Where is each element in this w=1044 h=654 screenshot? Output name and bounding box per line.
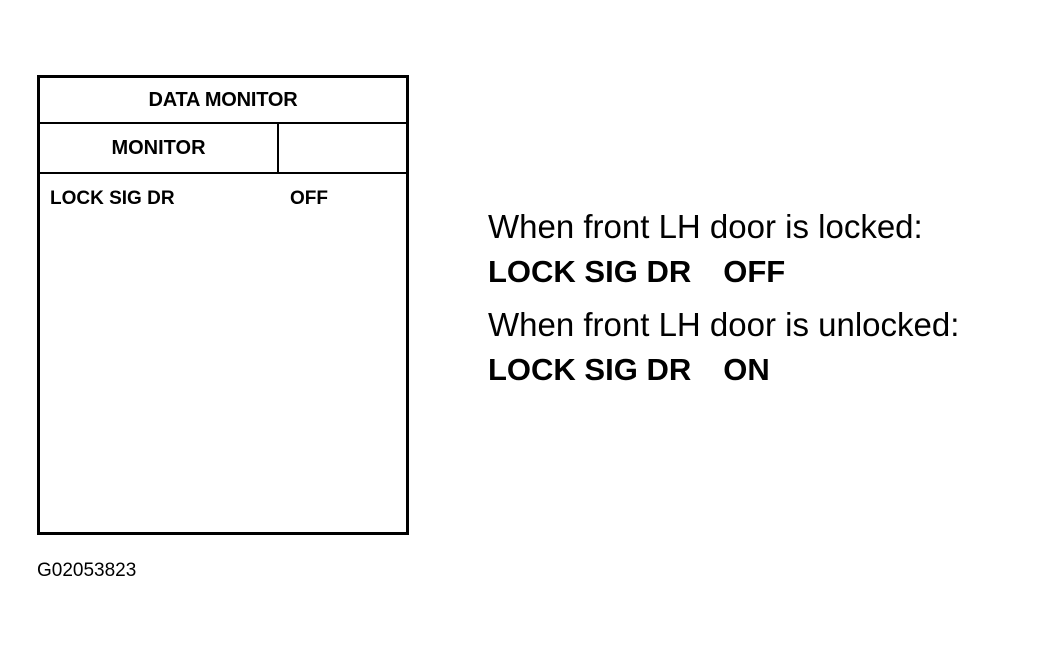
figure-code: G02053823 (37, 560, 137, 581)
note-result-unlocked: LOCK SIG DR ON (488, 346, 1028, 394)
note-result-value: ON (723, 352, 770, 387)
note-result-item: LOCK SIG DR (488, 352, 692, 387)
explanation-notes: When front LH door is locked: LOCK SIG D… (488, 206, 1028, 402)
panel-title: DATA MONITOR (40, 78, 406, 124)
value-column-header (279, 124, 406, 172)
note-result-value: OFF (723, 254, 786, 289)
data-monitor-panel: DATA MONITOR MONITOR LOCK SIG DR OFF (37, 75, 409, 535)
note-result-item: LOCK SIG DR (488, 254, 692, 289)
note-condition-locked: When front LH door is locked: (488, 208, 923, 245)
monitor-row: LOCK SIG DR OFF (40, 188, 406, 214)
panel-header-row: MONITOR (40, 124, 406, 174)
note-condition-unlocked: When front LH door is unlocked: (488, 306, 960, 343)
note-result-locked: LOCK SIG DR OFF (488, 248, 1028, 296)
monitor-column-header: MONITOR (40, 124, 279, 172)
monitor-item-value: OFF (290, 188, 328, 209)
monitor-item-label: LOCK SIG DR (50, 188, 175, 209)
